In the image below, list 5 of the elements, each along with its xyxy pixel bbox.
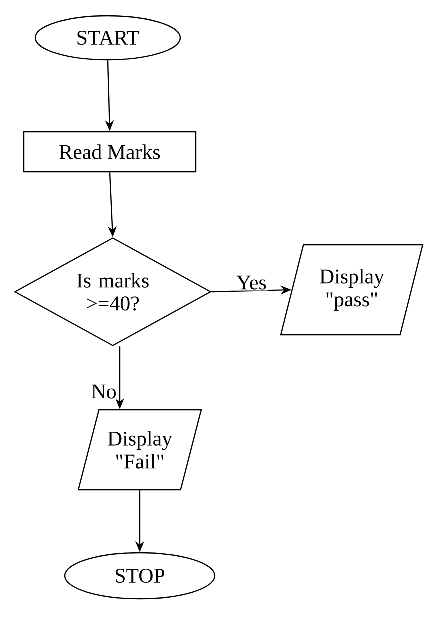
process-box: Read Marks (23, 131, 197, 173)
edge-label: No (92, 384, 116, 399)
io-parallelogram: Display "Fail" (78, 409, 202, 491)
edge-label: Yes (236, 276, 266, 290)
io-parallelogram: Display "pass" (280, 244, 424, 336)
